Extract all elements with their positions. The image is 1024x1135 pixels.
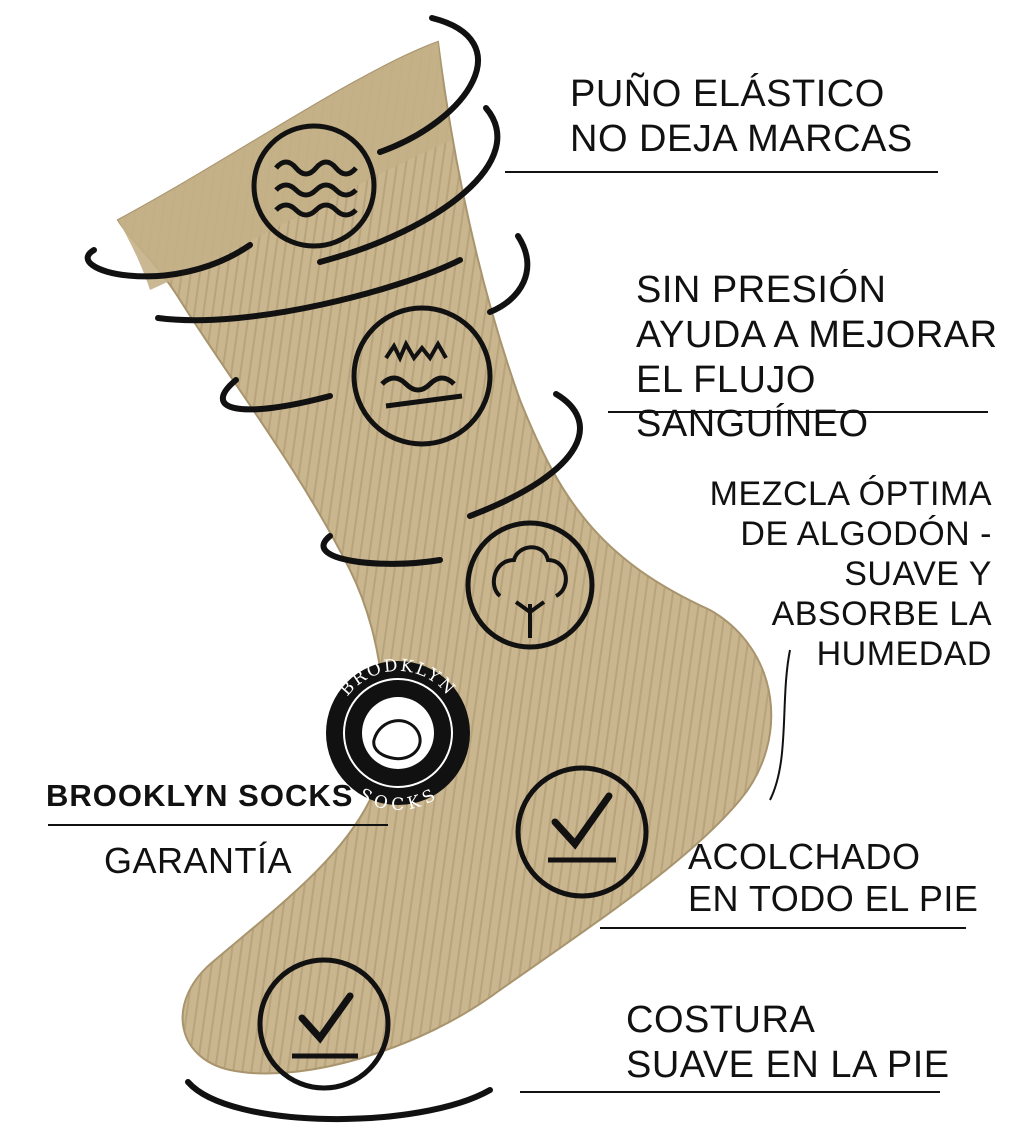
sock (116, 40, 773, 1075)
swoosh-lines (84, 15, 583, 1123)
cotton-connector (769, 649, 791, 801)
brand-subtitle: GARANTÍA (104, 840, 293, 881)
cotton-icon (465, 520, 595, 650)
brand-title: BROOKLYN SOCKS (46, 778, 354, 813)
feature-cotton-text: MEZCLA ÓPTIMA DE ALGODÓN - SUAVE Y ABSOR… (709, 475, 992, 674)
feature-underlines (48, 171, 988, 1093)
check-icon (515, 765, 649, 899)
feature-no-pressure-text: SIN PRESIÓN AYUDA A MEJORAR EL FLUJO SAN… (636, 269, 998, 446)
badge-emblem-icon (372, 719, 422, 761)
sock-cuff (118, 42, 452, 290)
check-icon (257, 957, 391, 1091)
feature-seam-text: COSTURA SUAVE EN LA PIE (626, 999, 950, 1086)
feature-cuff-text: PUÑO ELÁSTICO NO DEJA MARCAS (570, 73, 913, 160)
circulation-icon (351, 305, 493, 447)
feature-cushion-text: ACOLCHADO EN TODO EL PIE (688, 836, 979, 920)
waves-icon (251, 123, 377, 249)
brand-badge: BRODKLYN SOCKS (326, 656, 470, 815)
